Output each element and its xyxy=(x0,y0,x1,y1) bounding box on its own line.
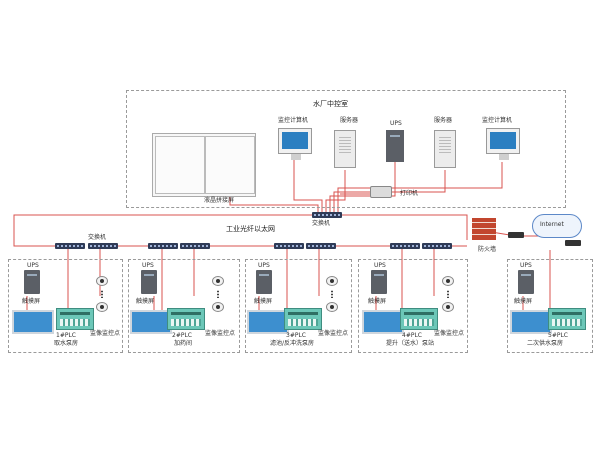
printer-label: 打印机 xyxy=(400,190,419,197)
ring-switch-2a xyxy=(148,243,178,249)
station-1-camera-icon-1 xyxy=(96,276,108,286)
server-1-icon xyxy=(334,130,356,168)
station-3-camera-label: 监像监控点 xyxy=(318,330,349,337)
industrial-ring-label: 工业光纤以太网 xyxy=(226,225,275,233)
station-3-ups-label: UPS xyxy=(258,262,270,269)
router-icon-left xyxy=(508,232,524,238)
station-1-frame xyxy=(8,259,123,353)
station-5-hmi-icon xyxy=(510,310,552,334)
station-1-plc-icon xyxy=(56,308,94,330)
station-2-plc-icon xyxy=(167,308,205,330)
station-5-plc-icon xyxy=(548,308,586,330)
station-2-hmi-label: 触摸屏 xyxy=(136,298,155,305)
station-2-frame xyxy=(128,259,240,353)
station-3-camera-icon-1 xyxy=(326,276,338,286)
firewall-label: 防火墙 xyxy=(478,246,497,253)
station-1-plc-label: 1#PLC xyxy=(56,332,76,339)
station-3-frame xyxy=(245,259,352,353)
station-4-hmi-label: 触摸屏 xyxy=(368,298,387,305)
station-2-plc-label: 2#PLC xyxy=(172,332,192,339)
station-5-hmi-label: 触摸屏 xyxy=(514,298,533,305)
station-2-ups-label: UPS xyxy=(142,262,154,269)
core-switch-label: 交换机 xyxy=(312,220,331,227)
station-2-name: 加药间 xyxy=(174,340,193,347)
printer-icon xyxy=(370,186,392,198)
station-4-camera-icon-1 xyxy=(442,276,454,286)
ring-switch-1b xyxy=(88,243,118,249)
router-icon-right xyxy=(565,240,581,246)
ring-switch-3b xyxy=(306,243,336,249)
station-3-hmi-icon xyxy=(247,310,289,334)
station-3-plc-icon xyxy=(284,308,322,330)
internet-label: Internet xyxy=(540,221,564,228)
station-4-plc-icon xyxy=(400,308,438,330)
station-1-camera-icon-2 xyxy=(96,302,108,312)
lcd-wall xyxy=(152,133,256,197)
station-2-camera-more xyxy=(217,290,219,298)
ring-switch-label: 交换机 xyxy=(88,234,107,241)
station-1-name: 取水泵房 xyxy=(54,340,79,347)
monitor-computer-icon xyxy=(278,128,312,160)
control-ups-icon xyxy=(386,130,404,162)
station-5-ups-label: UPS xyxy=(520,262,532,269)
station-3-camera-more xyxy=(331,290,333,298)
station-5-name: 二次供水泵房 xyxy=(527,340,564,347)
core-switch-icon xyxy=(312,212,342,218)
station-2-camera-icon-2 xyxy=(212,302,224,312)
station-5-frame xyxy=(507,259,593,353)
monitor-computer-label: 监控计算机 xyxy=(278,117,309,124)
station-3-plc-label: 3#PLC xyxy=(286,332,306,339)
station-1-camera-label: 监像监控点 xyxy=(90,330,121,337)
station-2-camera-icon-1 xyxy=(212,276,224,286)
ring-switch-2b xyxy=(180,243,210,249)
firewall-icon xyxy=(472,218,496,240)
station-2-ups-icon xyxy=(141,270,157,294)
station-1-hmi-icon xyxy=(12,310,54,334)
station-1-hmi-label: 触摸屏 xyxy=(22,298,41,305)
station-2-hmi-icon xyxy=(130,310,172,334)
station-4-ups-icon xyxy=(371,270,387,294)
ring-switch-4a xyxy=(390,243,420,249)
server-1-label: 服务器 xyxy=(340,117,359,124)
station-4-hmi-icon xyxy=(362,310,404,334)
station-3-ups-icon xyxy=(256,270,272,294)
station-4-plc-label: 4#PLC xyxy=(402,332,422,339)
server-2-label: 服务器 xyxy=(434,117,453,124)
control-room-title: 水厂中控室 xyxy=(313,100,348,108)
station-5-ups-icon xyxy=(518,270,534,294)
station-1-ups-label: UPS xyxy=(27,262,39,269)
engineering-computer-icon xyxy=(486,128,520,160)
ring-switch-3a xyxy=(274,243,304,249)
station-4-camera-icon-2 xyxy=(442,302,454,312)
station-4-camera-label: 监像监控点 xyxy=(434,330,465,337)
engineering-computer-label: 监控计算机 xyxy=(482,117,513,124)
station-4-ups-label: UPS xyxy=(374,262,386,269)
server-2-icon xyxy=(434,130,456,168)
station-4-name: 提升（送水）泵站 xyxy=(386,340,435,347)
station-1-ups-icon xyxy=(24,270,40,294)
ring-switch-1a xyxy=(55,243,85,249)
station-5-plc-label: 5#PLC xyxy=(548,332,568,339)
station-4-frame xyxy=(358,259,468,353)
control-ups-label: UPS xyxy=(390,120,402,127)
lcd-wall-label: 液晶拼接屏 xyxy=(204,197,235,204)
station-3-camera-icon-2 xyxy=(326,302,338,312)
ring-switch-4b xyxy=(422,243,452,249)
station-3-hmi-label: 触摸屏 xyxy=(254,298,273,305)
station-3-name: 滤池/反冲洗泵房 xyxy=(270,340,315,347)
station-1-camera-more xyxy=(101,290,103,298)
station-2-camera-label: 监像监控点 xyxy=(205,330,236,337)
internet-cloud-icon xyxy=(532,214,582,238)
station-4-camera-more xyxy=(447,290,449,298)
control-room-frame xyxy=(126,90,566,208)
